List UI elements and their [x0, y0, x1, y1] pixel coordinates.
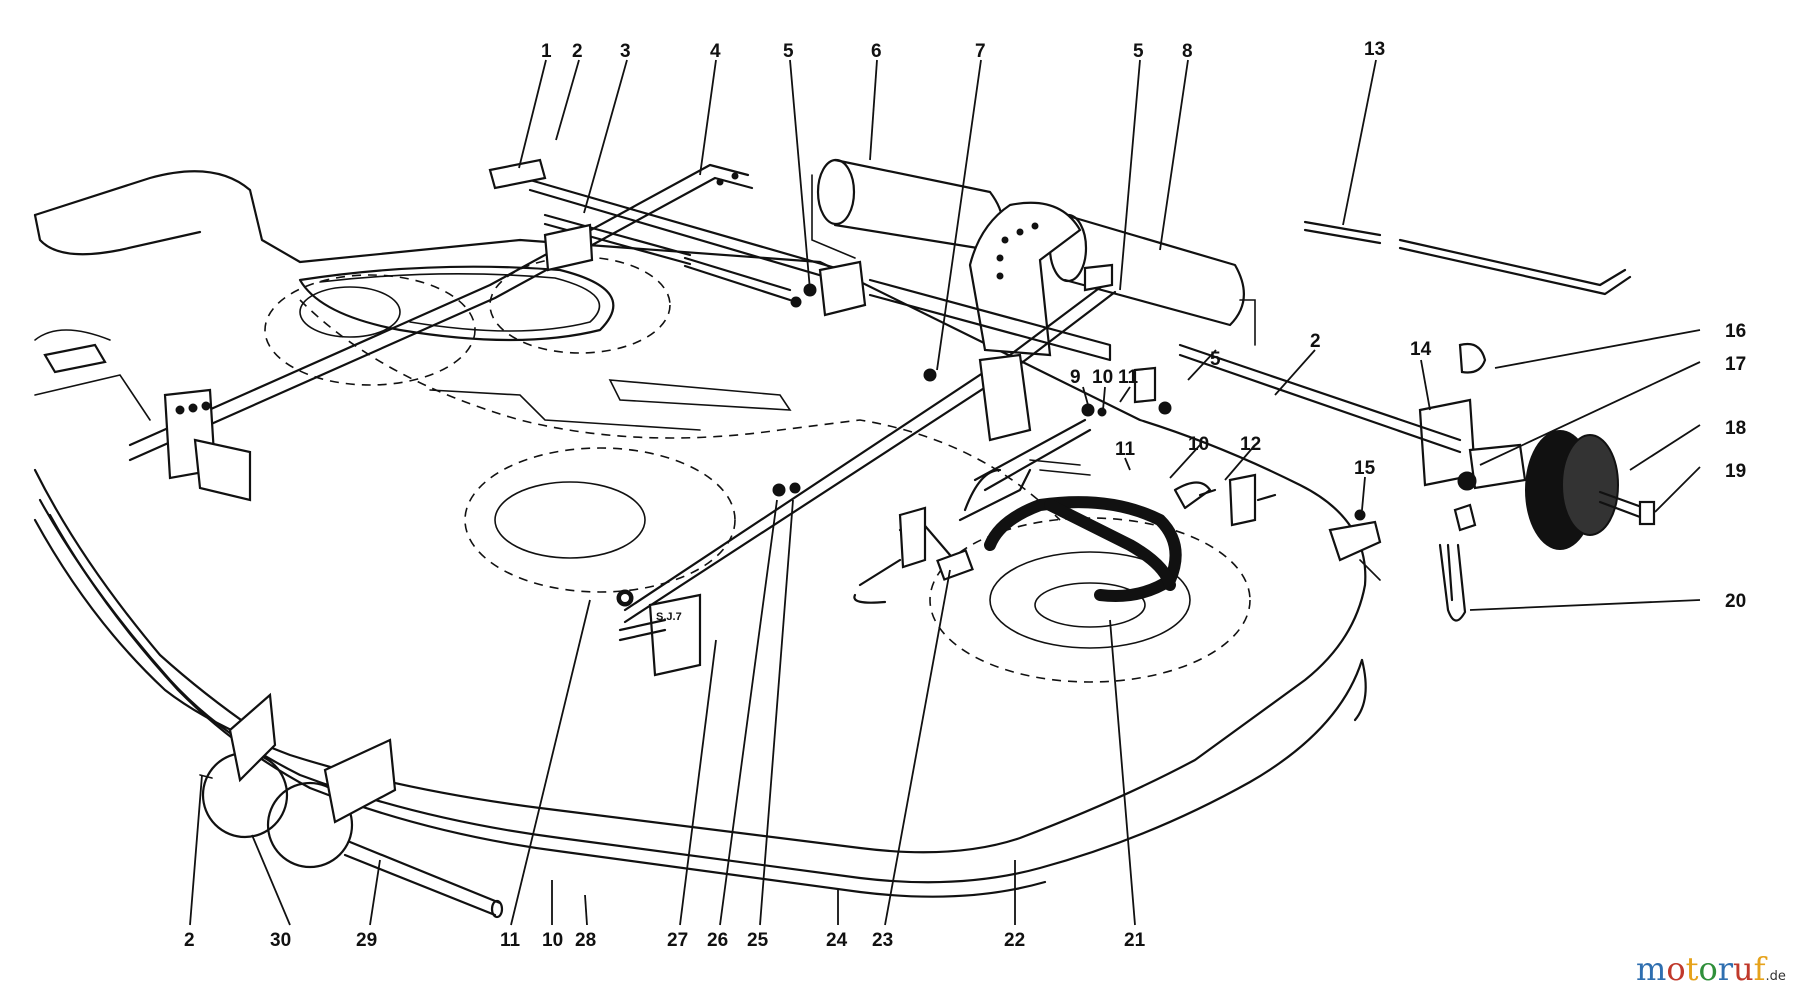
label-1: 1: [541, 41, 552, 62]
watermark-letter: o: [1698, 950, 1717, 988]
label-11: 11: [500, 930, 521, 951]
label-27: 27: [667, 930, 688, 951]
label-10: 10: [1188, 434, 1209, 455]
watermark-logo: motoruf.de: [1636, 950, 1786, 988]
label-5: 5: [1133, 41, 1144, 62]
label-5: 5: [783, 41, 794, 62]
leader-lines: [189, 59, 1701, 926]
label-29: 29: [356, 930, 377, 951]
label-11: 11: [1115, 439, 1136, 460]
label-11: 11: [1118, 367, 1139, 388]
transport-rod: [1303, 220, 1632, 296]
label-9: 9: [1070, 367, 1081, 388]
label-7: 7: [975, 41, 986, 62]
watermark-letter: f: [1754, 950, 1768, 988]
label-21: 21: [1124, 930, 1146, 951]
label-2: 2: [1310, 331, 1321, 352]
label-30: 30: [270, 930, 291, 951]
label-14: 14: [1410, 339, 1432, 360]
height-adjust-bar: [128, 163, 754, 502]
label-6: 6: [871, 41, 882, 62]
label-18: 18: [1725, 418, 1746, 439]
gauge-wheel: [1525, 430, 1656, 550]
label-20: 20: [1725, 591, 1746, 612]
rear-roller-right: [1048, 213, 1256, 346]
label-15: 15: [1354, 458, 1376, 479]
watermark-letter: o: [1666, 950, 1685, 988]
label-10: 10: [1092, 367, 1113, 388]
label-24: 24: [826, 930, 848, 951]
u-bolt: [1438, 543, 1467, 622]
label-16: 16: [1725, 321, 1746, 342]
mower-deck-housing: [33, 170, 1382, 898]
front-bracket-plate: [968, 201, 1082, 357]
label-2: 2: [184, 930, 195, 951]
lift-link-bar: S.J.7: [616, 263, 1117, 677]
label-10: 10: [542, 930, 563, 951]
part-number-labels: 1 2 3 4 5 6 7 5 8 13 2 5 14 16 17 18 19 …: [184, 39, 1746, 951]
watermark-suffix: .de: [1765, 969, 1785, 984]
label-8: 8: [1182, 41, 1193, 62]
label-26: 26: [707, 930, 728, 951]
label-12: 12: [1240, 434, 1261, 455]
label-17: 17: [1725, 354, 1746, 375]
label-13: 13: [1364, 39, 1385, 60]
watermark-letter: m: [1636, 950, 1666, 988]
label-22: 22: [1004, 930, 1025, 951]
label-19: 19: [1725, 461, 1746, 482]
label-2: 2: [572, 41, 583, 62]
front-anti-scalp-rollers: [199, 692, 504, 919]
rear-roller-left: [811, 158, 1004, 259]
watermark-letter: t: [1686, 950, 1699, 988]
label-4: 4: [710, 41, 721, 62]
idler-arm-assembly: [853, 418, 1092, 604]
label-28: 28: [575, 930, 596, 951]
v-belt: [984, 496, 1182, 602]
label-23: 23: [872, 930, 893, 951]
svg-text:motoruf.de: motoruf.de: [1636, 950, 1786, 988]
hardware-small-parts: [772, 296, 1366, 527]
watermark-letter: u: [1733, 950, 1754, 988]
label-25: 25: [747, 930, 769, 951]
label-3: 3: [620, 41, 631, 62]
gauge-wheel-bracket: [1178, 342, 1527, 532]
watermark-letter: r: [1718, 950, 1734, 988]
label-5: 5: [1210, 349, 1221, 370]
